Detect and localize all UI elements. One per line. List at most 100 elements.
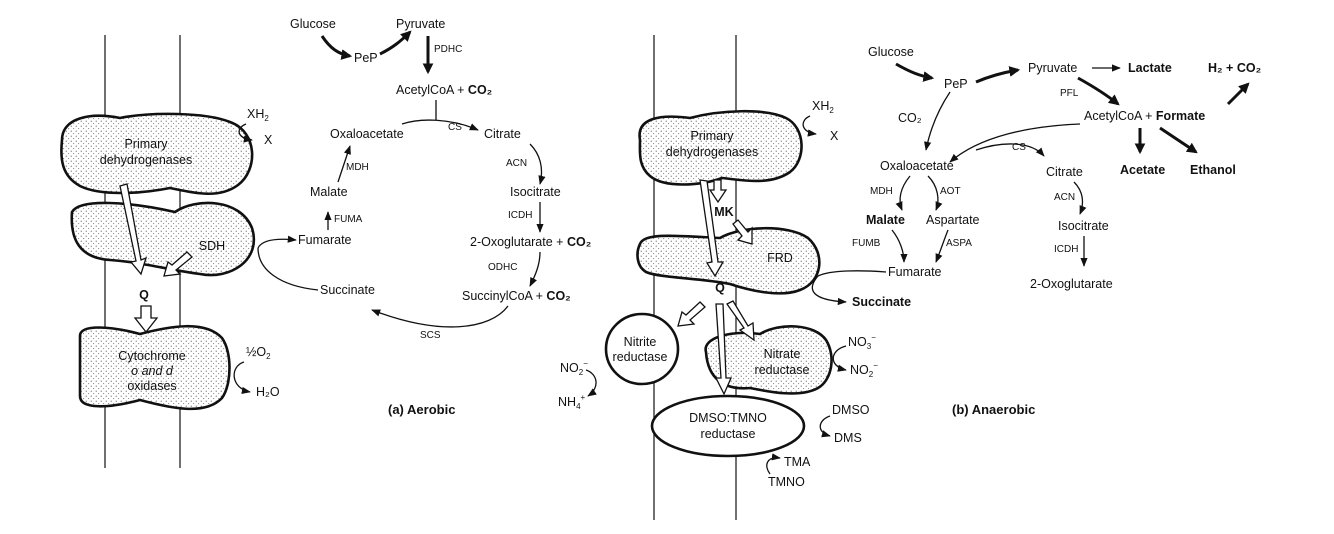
acn-arrow [1073,181,1087,215]
isocitrate-label: Isocitrate [510,185,561,199]
oxoglutarate-label: 2-Oxoglutarate [1030,277,1113,291]
anaerobic-panel: Primary dehydrogenases XH2 X MK FRD Q Ni… [558,35,1261,520]
nitrate-reductase-label: Nitrate [764,347,801,361]
x-label: X [830,129,839,143]
xh2-label: XH2 [812,99,834,115]
aot-arrow [927,175,943,211]
dmso-reductase-label: reductase [701,427,756,441]
electron-flow-arrow [699,179,725,278]
primary-dh-label: Primary [690,129,734,143]
pfl-label: PFL [1060,88,1079,99]
tma-label: TMA [784,455,811,469]
fumarate-label: Fumarate [888,265,942,279]
xh2-arrow [238,123,253,143]
mdh-label: MDH [346,162,369,173]
pdhc-label: PDHC [434,44,462,55]
xh2-arrow [802,115,817,137]
acn-arrow [529,143,546,185]
succinate-label: Succinate [852,295,911,309]
scs-arrow [371,305,509,328]
icdh-label: ICDH [508,210,532,221]
scs-label: SCS [420,330,441,341]
oxoglutarate-label: 2-Oxoglutarate + CO₂ [470,235,591,249]
cytochrome-label: oxidases [127,379,176,393]
pep-to-pyruvate-arrow [379,30,412,56]
electron-flow-arrow [133,305,159,334]
nitrite-arrow [585,369,597,397]
electron-flow-arrow [732,219,753,245]
h2o-label: H₂O [256,385,280,399]
nitrate-reductase-label: reductase [755,363,810,377]
ethanol-label: Ethanol [1190,163,1236,177]
aerobic-panel: Primary dehydrogenases SDH Cytochrome o … [60,17,591,468]
oxaloacetate-label: Oxaloacetate [330,127,404,141]
dmso-arrow [819,415,831,438]
quinone-q-label: Q [715,281,725,295]
odhc-arrow [529,251,541,287]
sdh-label: SDH [199,239,225,253]
aerobic-caption: (a) Aerobic [388,402,455,417]
acn-label: ACN [506,158,527,169]
anaerobic-caption: (b) Anaerobic [952,402,1035,417]
o2-arrow [233,361,251,394]
nitrite-reductase-complex [604,312,680,386]
h2co2-label: H₂ + CO₂ [1208,61,1261,75]
cytochrome-label: o and d [131,364,174,378]
formate-to-h2co2-arrow [1226,82,1250,106]
mdh-label: MDH [870,186,893,197]
glucose-to-pep-arrow [895,62,935,82]
primary-dh-label: dehydrogenases [666,145,758,159]
frd-to-succinate-arrow [811,275,847,306]
electron-flow-arrow [726,300,755,342]
pyruvate-label: Pyruvate [396,17,445,31]
cytochrome-oxidases-complex [78,324,231,411]
citrate-label: Citrate [1046,165,1083,179]
fumarate-to-frd-line [817,270,887,277]
ammonium-label: NH4+ [558,393,586,411]
o2-label: ½O2 [246,345,271,361]
nitrate-label: NO3− [848,333,876,351]
electron-flow-arrow [119,183,148,276]
mdh-arrow [337,145,351,183]
electron-flow-arrow [677,301,706,327]
odhc-label: ODHC [488,262,517,273]
malate-label: Malate [310,185,348,199]
aspartate-label: Aspartate [926,213,980,227]
electron-flow-arrow [714,303,732,396]
primary-dehydrogenases-complex [638,109,803,186]
mdh-arrow [895,175,911,211]
pep-label: PeP [944,77,968,91]
cs-arrow [401,119,479,131]
xh2-label: XH2 [247,107,269,123]
electron-flow-arrow [163,251,193,277]
acetylcoa-to-cs-line [949,123,1081,163]
pyruvate-label: Pyruvate [1028,61,1077,75]
sdh-complex [70,201,256,277]
acetylcoa-label: AcetylCoA + Formate [1084,109,1205,123]
co2-label: CO₂ [898,111,922,125]
glucose-label: Glucose [290,17,336,31]
acetylcoa-to-ethanol-arrow [1159,126,1198,154]
dms-label: DMS [834,431,862,445]
cs-label: CS [1012,142,1026,153]
nitrite-product-label: NO2− [850,361,878,379]
tmno-arrow [766,453,781,475]
electron-flow-arrow [708,179,728,204]
nitrite-reductase-label: reductase [613,350,668,364]
glucose-label: Glucose [868,45,914,59]
oxaloacetate-label: Oxaloacetate [880,159,954,173]
dmso-label: DMSO [832,403,870,417]
succinate-to-sdh-line [257,247,319,291]
cs-label: CS [448,122,462,133]
fumarate-label: Fumarate [298,233,352,247]
acn-label: ACN [1054,192,1075,203]
menaquinone-mk-label: MK [714,205,733,219]
fumb-label: FUMB [852,238,881,249]
aspa-arrow [935,229,949,263]
acetylcoa-label: AcetylCoA + CO₂ [396,83,492,97]
frd-label: FRD [767,251,793,265]
frd-complex [636,226,821,295]
fuma-label: FUMA [334,214,363,225]
pep-to-oxaloacetate-arrow [924,91,951,151]
